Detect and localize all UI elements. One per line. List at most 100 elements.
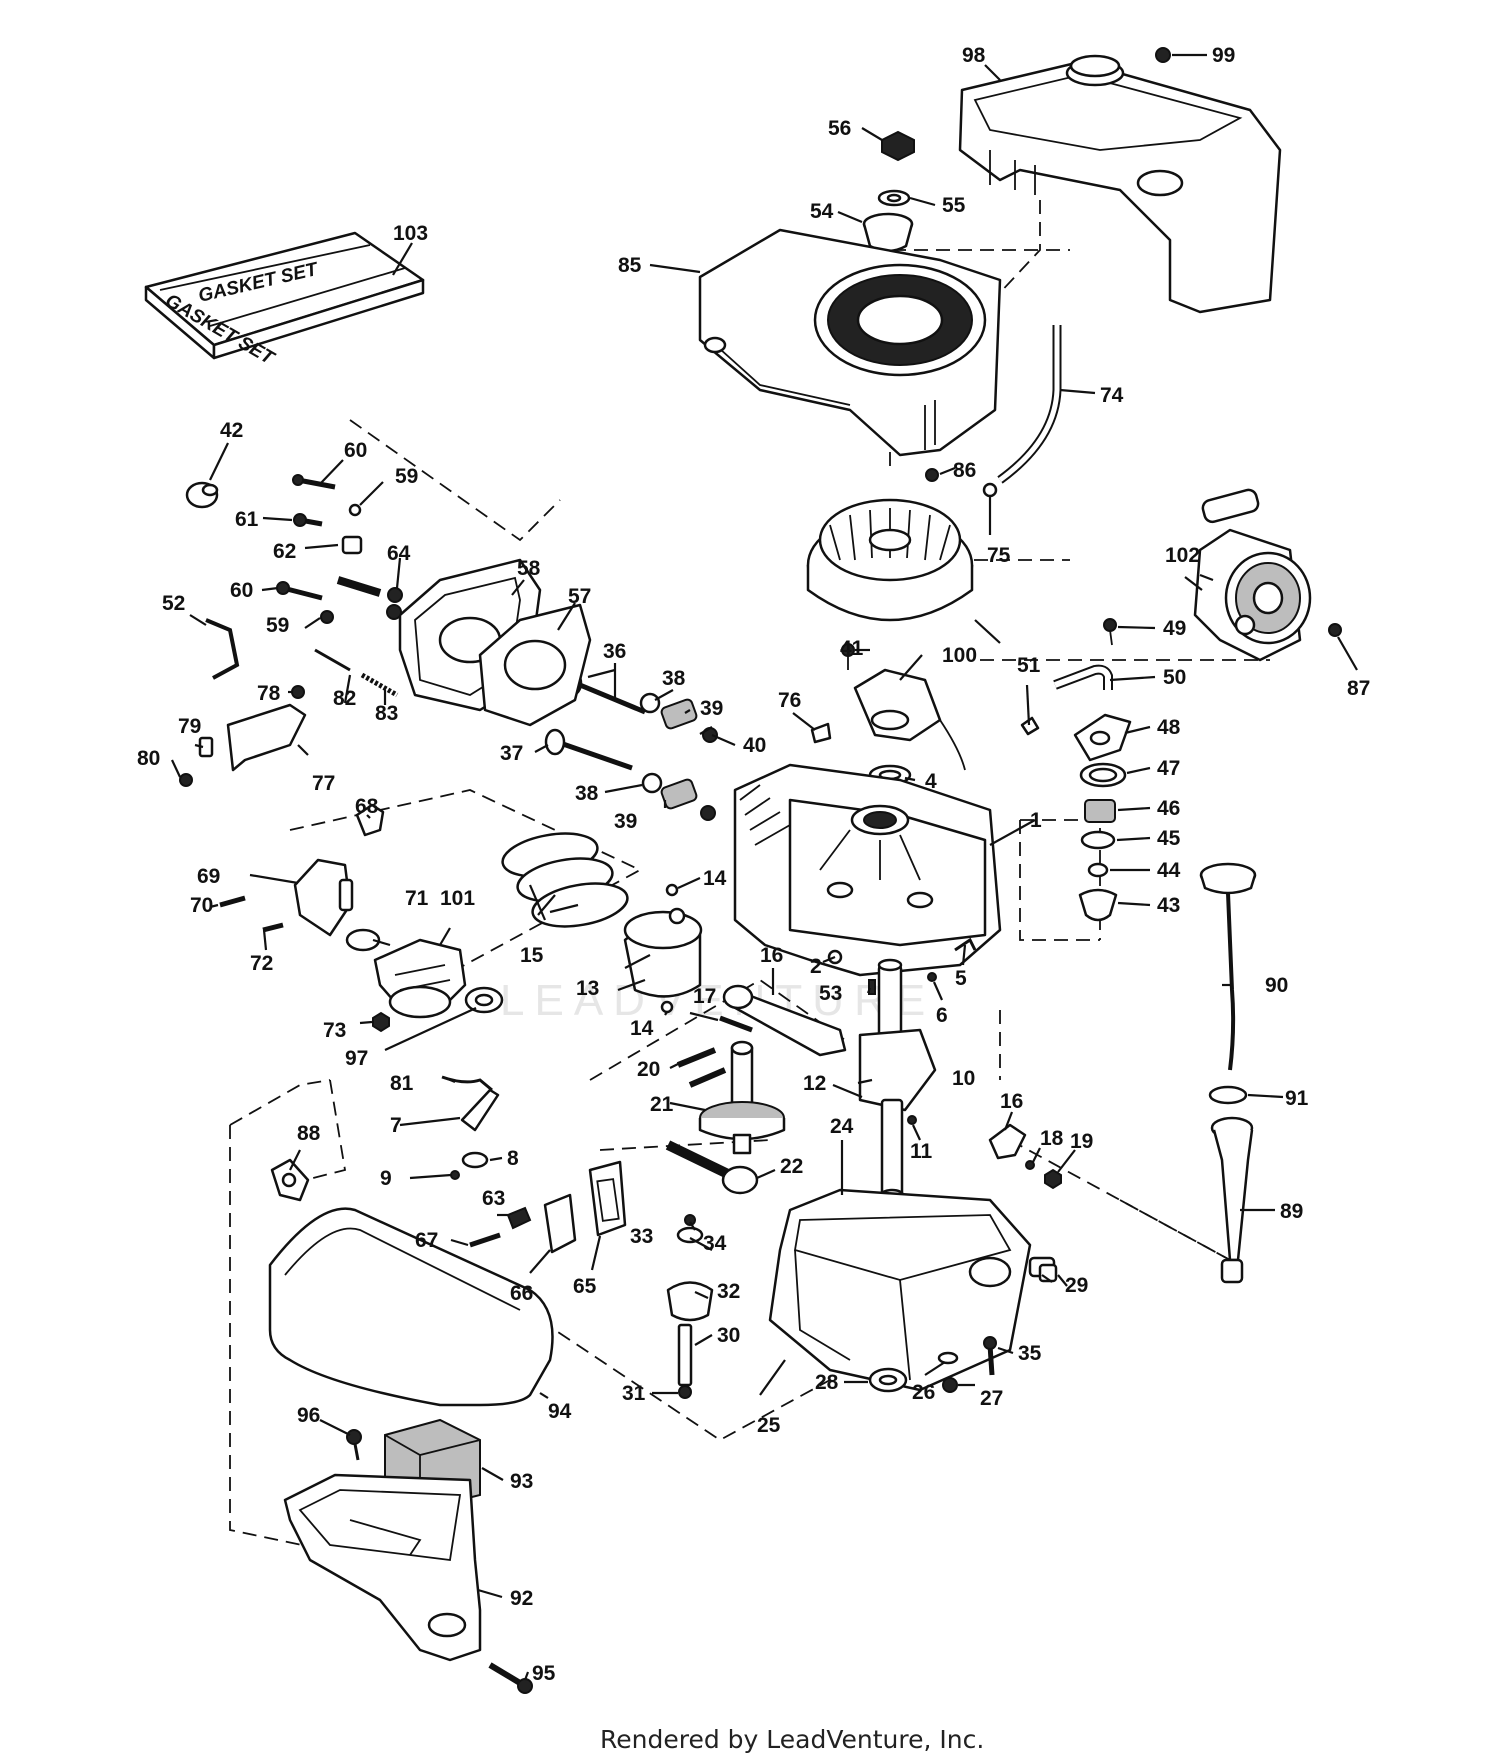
callout-65: 65 (573, 1275, 597, 1298)
callout-63: 63 (482, 1187, 505, 1210)
flywheel (806, 498, 974, 622)
callout-95: 95 (532, 1662, 556, 1685)
callout-31: 31 (622, 1382, 646, 1405)
callout-67: 67 (415, 1229, 438, 1252)
callout-66: 66 (510, 1282, 533, 1305)
callout-77: 77 (312, 772, 335, 795)
callout-85: 85 (618, 254, 642, 277)
callout-18: 18 (1040, 1127, 1064, 1150)
callout-16a: 16 (760, 944, 783, 967)
callout-39a: 39 (700, 697, 723, 720)
callout-93: 93 (510, 1470, 533, 1493)
crank-key (868, 979, 876, 995)
callout-102: 102 (1165, 544, 1200, 567)
air-cleaner-cover (268, 1207, 554, 1407)
callout-22: 22 (780, 1155, 803, 1178)
muffler-gasket (270, 1158, 310, 1202)
callout-36: 36 (603, 640, 626, 663)
governor-shaft (677, 1323, 693, 1399)
dipstick-o-ring (1208, 1085, 1248, 1105)
callout-38a: 38 (662, 667, 686, 690)
dipstick (1199, 862, 1257, 1071)
callout-41: 41 (840, 637, 864, 660)
starter-screws (1103, 618, 1342, 646)
callout-33: 33 (630, 1225, 653, 1248)
callout-97: 97 (345, 1047, 368, 1070)
callout-27: 27 (980, 1387, 1003, 1410)
carburetor-gasket (345, 928, 381, 952)
callout-87: 87 (1347, 677, 1370, 700)
callout-40: 40 (743, 734, 766, 757)
spark-plug-boot (185, 481, 219, 509)
callout-80: 80 (137, 747, 160, 770)
breather-assembly (1053, 664, 1132, 922)
callout-54: 54 (810, 200, 834, 223)
fuel-line (997, 325, 1062, 484)
governor-link (205, 618, 240, 680)
intake-elbow (293, 803, 385, 937)
callout-34: 34 (703, 1232, 727, 1255)
callout-56: 56 (828, 117, 851, 140)
callout-59a: 59 (395, 465, 418, 488)
callout-98: 98 (962, 44, 986, 67)
callout-72: 72 (250, 952, 273, 975)
callout-82: 82 (333, 687, 356, 710)
callout-83: 83 (375, 702, 398, 725)
valve-springs-retainers (639, 692, 718, 821)
callout-7: 7 (390, 1114, 402, 1137)
callout-16b: 16 (1000, 1090, 1023, 1113)
ignition-module (853, 668, 966, 771)
callout-71: 71 (405, 887, 429, 910)
coil-screw (841, 643, 855, 670)
callout-53: 53 (819, 982, 842, 1005)
callout-43: 43 (1157, 894, 1180, 917)
callout-20: 20 (637, 1058, 660, 1081)
tank-screw (1155, 47, 1171, 63)
callout-14b: 14 (630, 1017, 654, 1040)
carburetor (373, 938, 467, 1019)
callout-86: 86 (953, 459, 976, 482)
callout-48: 48 (1157, 716, 1181, 739)
callout-79: 79 (178, 715, 201, 738)
callout-101: 101 (440, 887, 475, 910)
callout-5: 5 (955, 967, 967, 990)
control-bracket (179, 685, 307, 787)
callout-60a: 60 (344, 439, 367, 462)
starter-nut-washer-cup (862, 130, 915, 253)
callout-38b: 38 (575, 782, 599, 805)
callout-58: 58 (517, 557, 541, 580)
callout-6: 6 (936, 1004, 948, 1027)
head-gasket (478, 603, 592, 727)
callout-49: 49 (1163, 617, 1186, 640)
fuel-tank (958, 54, 1282, 314)
callout-61: 61 (235, 508, 259, 531)
callout-88: 88 (297, 1122, 321, 1145)
callout-70: 70 (190, 894, 213, 917)
callout-13: 13 (576, 977, 599, 1000)
callout-15: 15 (520, 944, 544, 967)
callout-81: 81 (390, 1072, 414, 1095)
callout-8: 8 (507, 1147, 519, 1170)
callout-14a: 14 (703, 867, 727, 890)
oil-fill-tube (1210, 1116, 1254, 1284)
governor-clip (1020, 716, 1040, 736)
callout-96: 96 (297, 1404, 320, 1427)
piston-rings (501, 832, 629, 928)
oil-seal-drain-plug (868, 1336, 997, 1393)
callout-39b: 39 (614, 810, 637, 833)
callout-94: 94 (548, 1400, 572, 1423)
callout-59b: 59 (266, 614, 289, 637)
piston (623, 907, 703, 998)
callout-9: 9 (380, 1167, 392, 1190)
callout-29: 29 (1065, 1274, 1088, 1297)
callout-45: 45 (1157, 827, 1181, 850)
callout-2: 2 (810, 955, 822, 978)
rod-screws (676, 1047, 727, 1088)
air-cleaner-base-screw (488, 1662, 533, 1694)
callout-57: 57 (568, 585, 591, 608)
callout-52: 52 (162, 592, 185, 615)
head-bolts (276, 474, 403, 624)
callout-labels: 1 2 4 5 6 7 8 9 10 11 12 13 14 14 15 16 … (137, 44, 1370, 1685)
callout-24: 24 (830, 1115, 854, 1138)
callout-92: 92 (510, 1587, 533, 1610)
